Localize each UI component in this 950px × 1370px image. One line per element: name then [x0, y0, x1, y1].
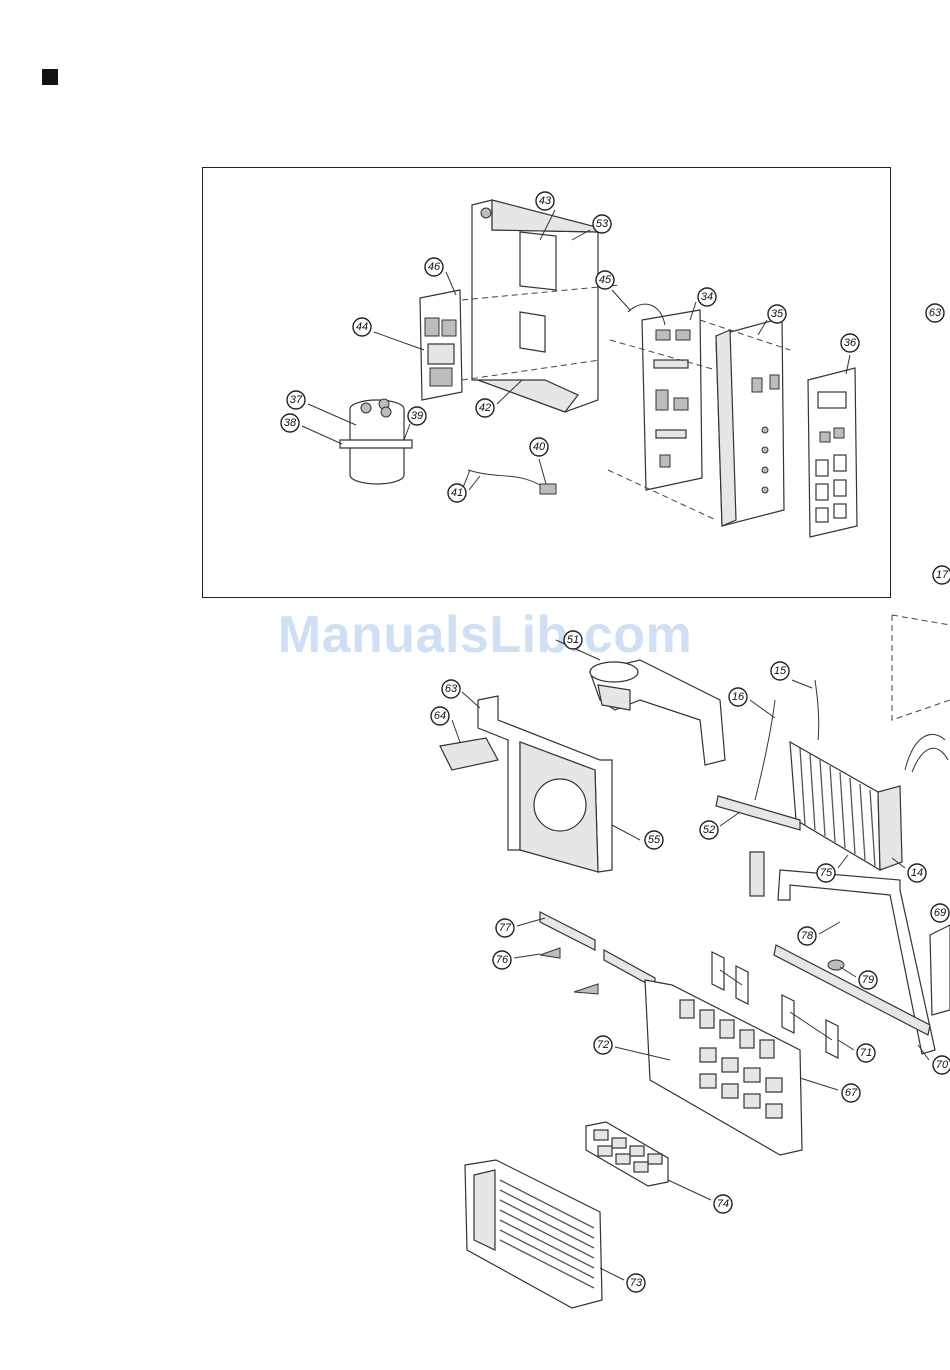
callout-number: 79	[862, 974, 874, 986]
top-cover-outline	[892, 615, 950, 720]
wire-harness-right	[905, 734, 948, 772]
callout-number: 70	[936, 1059, 949, 1071]
callout-number: 41	[451, 487, 463, 499]
front-panel	[465, 1160, 602, 1308]
power-cord	[462, 470, 556, 494]
callout-number: 69	[934, 907, 946, 919]
callout-number: 72	[597, 1039, 609, 1051]
callout-number: 63	[929, 307, 942, 319]
callout-14: 14	[908, 864, 926, 882]
callout-number: 46	[428, 261, 441, 273]
callout-15: 15	[771, 662, 789, 680]
blower-housing-panel	[478, 696, 612, 872]
right-side-fragment	[930, 925, 950, 1015]
callout-64: 64	[431, 707, 449, 725]
callout-17: 17	[933, 566, 950, 584]
callout-number: 16	[732, 691, 745, 703]
drain-strip	[716, 796, 800, 830]
callout-35: 35	[768, 305, 786, 323]
callout-78: 78	[798, 927, 816, 945]
callout-number: 64	[434, 710, 446, 722]
callout-number: 38	[284, 417, 297, 429]
callout-77: 77	[496, 919, 514, 937]
callout-number: 55	[648, 834, 661, 846]
callout-number: 34	[701, 291, 713, 303]
callout-number: 35	[771, 308, 784, 320]
callout-53: 53	[593, 215, 611, 233]
callout-36: 36	[841, 334, 859, 352]
callout-70: 70	[933, 1056, 950, 1074]
callout-number: 71	[860, 1047, 872, 1059]
callout-42: 42	[476, 399, 494, 417]
control-pcb	[628, 304, 702, 490]
callout-69: 69	[931, 904, 949, 922]
callout-38: 38	[281, 414, 299, 432]
callout-number: 15	[774, 665, 787, 677]
callout-number: 14	[911, 867, 923, 879]
callout-number: 74	[717, 1198, 729, 1210]
callout-76: 76	[493, 951, 511, 969]
callout-34: 34	[698, 288, 716, 306]
air-filter	[586, 1122, 668, 1186]
callout-75: 75	[817, 864, 835, 882]
callout-number: 39	[411, 410, 423, 422]
callout-number: 17	[936, 569, 949, 581]
callout-41: 41	[448, 484, 466, 502]
callout-73: 73	[627, 1274, 645, 1292]
callout-74: 74	[714, 1195, 732, 1213]
callout-40: 40	[530, 438, 548, 456]
callout-number: 77	[499, 922, 512, 934]
callout-number: 44	[356, 321, 368, 333]
callout-43: 43	[536, 192, 554, 210]
callout-39: 39	[408, 407, 426, 425]
callout-number: 53	[596, 218, 609, 230]
callout-71: 71	[857, 1044, 875, 1062]
control-box-bracket	[472, 200, 600, 412]
control-housing	[716, 318, 784, 526]
callout-number: 51	[567, 634, 579, 646]
callout-number: 37	[290, 394, 303, 406]
callout-number: 52	[703, 824, 715, 836]
callout-67: 67	[842, 1084, 860, 1102]
callout-44: 44	[353, 318, 371, 336]
callout-number: 45	[599, 274, 612, 286]
capacitor	[340, 399, 412, 484]
insulation-pad	[440, 738, 498, 770]
terminal-board	[420, 290, 462, 400]
callout-number: 43	[539, 195, 552, 207]
callout-number: 40	[533, 441, 546, 453]
callout-number: 63	[445, 683, 458, 695]
callout-63: 63	[926, 304, 944, 322]
callout-number: 73	[630, 1277, 643, 1289]
callout-number: 75	[820, 867, 833, 879]
callout-37: 37	[287, 391, 305, 409]
callout-leader-lines	[302, 210, 929, 1280]
callout-number: 78	[801, 930, 814, 942]
callout-number: 76	[496, 954, 509, 966]
callout-52: 52	[700, 821, 718, 839]
callout-number: 36	[844, 337, 857, 349]
callout-45: 45	[596, 271, 614, 289]
callout-51: 51	[564, 631, 582, 649]
callout-46: 46	[425, 258, 443, 276]
callout-16: 16	[729, 688, 747, 706]
front-grille-frame	[645, 980, 802, 1155]
air-duct-shroud	[590, 660, 725, 765]
callout-number: 67	[845, 1087, 858, 1099]
control-panel-faceplate	[808, 368, 857, 537]
callout-79: 79	[859, 971, 877, 989]
callout-number: 42	[479, 402, 491, 414]
filter-rails	[540, 912, 655, 994]
callout-72: 72	[594, 1036, 612, 1054]
callout-55: 55	[645, 831, 663, 849]
callout-63: 63	[442, 680, 460, 698]
evaporator-coil	[755, 680, 902, 870]
